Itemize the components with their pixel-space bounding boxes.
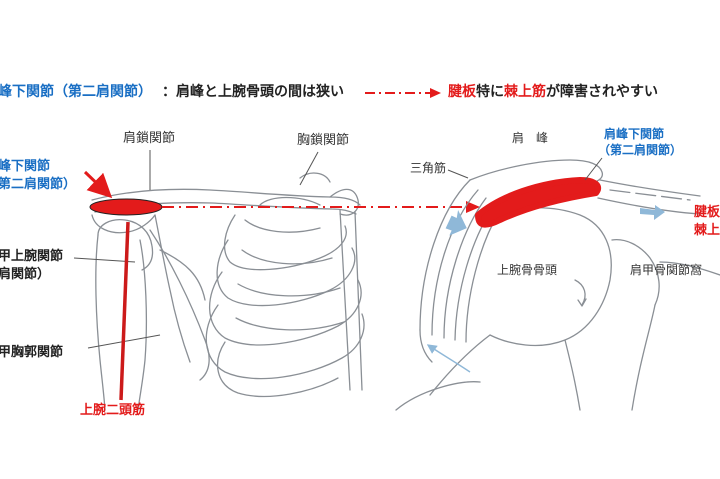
label-biceps: 上腕二頭筋 <box>80 403 146 418</box>
clavicle-shape <box>91 188 361 206</box>
connector-arrow-head <box>466 201 480 213</box>
label-tendon-line1: 腱板 <box>694 205 720 220</box>
rib <box>216 239 356 307</box>
header-result-especially: 特に <box>476 84 504 100</box>
label-glenohumeral-line2: 肩関節） <box>0 267 51 282</box>
label-acromion: 肩 峰 <box>512 131 549 145</box>
supraspinatus-highlight <box>475 177 602 228</box>
label-glenoid: 肩甲骨関節窩 <box>630 263 703 277</box>
biceps-line <box>119 221 130 401</box>
header-result-tendon: 腱板 <box>448 84 476 100</box>
legend-arrow <box>365 88 441 98</box>
rib <box>217 341 339 398</box>
rib <box>208 271 362 346</box>
subacromial-pointer <box>83 170 113 199</box>
muscle-arrows <box>445 205 665 236</box>
header-result-supraspinatus: 棘上筋 <box>504 84 546 100</box>
label-tendon-line2: 棘上 <box>694 223 720 238</box>
left-shoulder-illustration <box>91 172 365 411</box>
label-humeral-head: 上腕骨骨頭 <box>497 263 558 277</box>
subacromial-highlight <box>89 198 163 216</box>
leader-lines-right <box>447 157 603 181</box>
label-subacromial-right-line2: （第二肩関節） <box>598 143 683 157</box>
rib <box>205 304 365 380</box>
label-glenohumeral-line1: 甲上腕関節 <box>0 249 64 264</box>
label-scapulothoracic: 甲胸郭関節 <box>0 345 64 360</box>
lower-curved-arrow <box>426 344 471 373</box>
label-subacromial-right-line1: 肩峰下関節 <box>604 127 665 141</box>
header-description: ：肩峰と上腕骨頭の間は狭い <box>162 84 344 100</box>
label-acromioclavicular: 肩鎖関節 <box>123 131 176 146</box>
label-subacromial-line2: 第二肩関節） <box>0 177 77 192</box>
label-deltoid: 三角筋 <box>410 161 447 175</box>
header-result: 腱板特に棘上筋が障害されやすい <box>448 84 658 100</box>
label-sternoclavicular: 胸鎖関節 <box>297 133 350 148</box>
header-term: 峰下関節（第二肩関節） <box>0 84 152 100</box>
header-result-tail: が障害されやすい <box>546 84 658 100</box>
humerus-left-edge <box>95 234 106 411</box>
rib <box>223 214 347 271</box>
label-subacromial-line1: 峰下関節 <box>0 159 51 174</box>
